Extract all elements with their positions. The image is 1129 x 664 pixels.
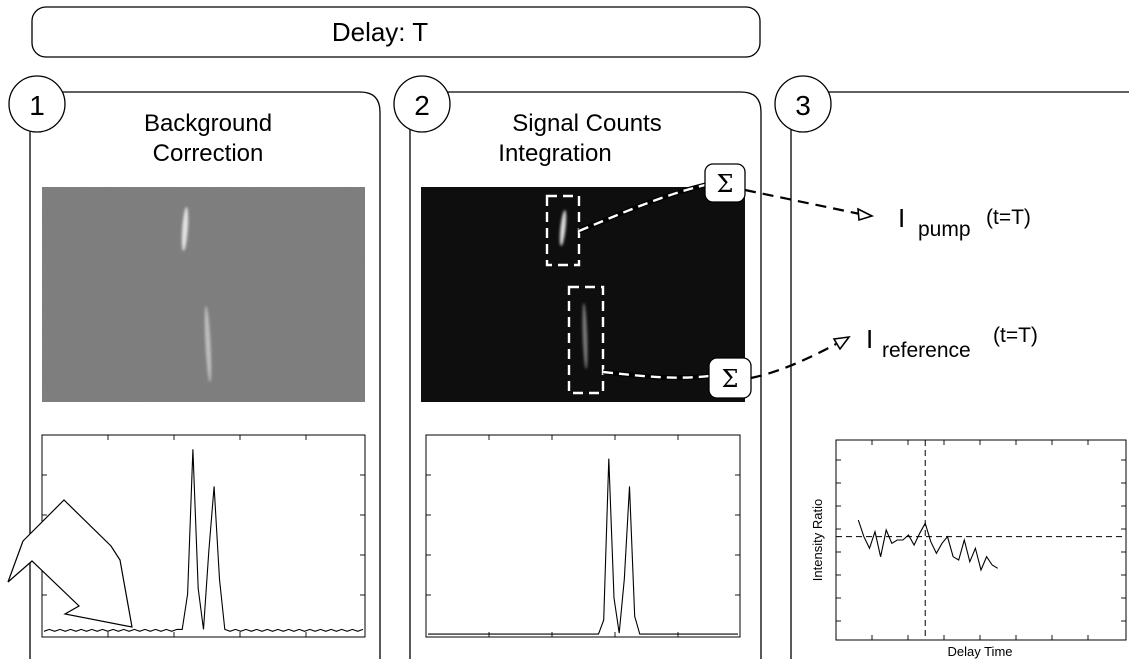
reference-output-arrowhead-icon — [832, 335, 851, 351]
ratio-plot-ylabel: Intensity Ratio — [810, 499, 825, 581]
ratio-plot-line — [857, 519, 998, 572]
delay-bar: Delay: T — [31, 6, 761, 58]
panel-2-spectrum-plot — [425, 434, 741, 638]
pump-sum-icon: Σ — [717, 170, 734, 198]
reference-output-suffix: (t=T) — [993, 324, 1038, 347]
panel-2-ticks — [425, 435, 741, 637]
panel-1-pump-streak — [181, 207, 189, 251]
panel-2-pump-connector-dash — [578, 183, 706, 233]
ratio-plot-ticks — [836, 440, 1126, 640]
panel-1-camera-image — [42, 187, 365, 402]
panel-1-number: 1 — [29, 90, 45, 121]
panel-1: 1 Background Correction — [7, 75, 381, 659]
panel-2-title-line1: Signal Counts — [512, 110, 661, 137]
ratio-plot: Delay Time Intensity Ratio — [810, 439, 1127, 659]
pump-output-subscript: pump — [918, 218, 971, 241]
pump-output-arrowhead-icon — [857, 207, 875, 222]
pump-output-suffix: (t=T) — [986, 206, 1031, 229]
panel-1-highlight-arrow-icon — [7, 499, 133, 628]
reference-output-label: I reference (t=T) — [866, 324, 1038, 362]
pump-output-main: I — [898, 203, 905, 233]
panel-2-reference-connector-dash — [602, 370, 710, 379]
delay-bar-box — [31, 6, 761, 58]
panel-2-number: 2 — [414, 90, 430, 121]
reference-sum-box: Σ — [708, 357, 752, 399]
pump-output-arrow — [744, 188, 875, 222]
panel-2-camera-image — [421, 187, 745, 402]
reference-sum-icon: Σ — [722, 365, 739, 393]
panel-1-title-line1: Background — [144, 110, 272, 137]
panel-3-number-badge — [774, 75, 832, 133]
reference-output-main: I — [866, 324, 873, 354]
panel-3: 3 I pump (t=T) I reference (t=T) Delay T… — [774, 75, 1129, 659]
delay-bar-label: Delay: T — [332, 17, 428, 47]
panel-2-spectrum-line — [428, 458, 738, 635]
pump-sum-box: Σ — [704, 163, 746, 203]
panel-2-reference-roi — [567, 285, 605, 395]
panel-2-title-line2: Integration — [498, 140, 611, 167]
panel-1-reference-streak — [204, 306, 212, 382]
panel-3-number: 3 — [795, 90, 811, 121]
pump-output-label: I pump (t=T) — [898, 203, 1031, 241]
panel-2: 2 Signal Counts Integration Σ Σ — [393, 75, 762, 659]
reference-output-subscript: reference — [882, 339, 971, 362]
panel-1-number-badge — [8, 75, 66, 133]
panel-1-title-line2: Correction — [153, 140, 264, 167]
panel-2-number-badge — [393, 75, 451, 133]
panel-2-reference-streak — [582, 303, 588, 369]
panel-1-spectrum-line — [43, 449, 364, 632]
reference-output-arrow — [750, 335, 851, 380]
ratio-plot-xlabel: Delay Time — [947, 644, 1012, 659]
panel-2-pump-streak — [559, 210, 567, 246]
